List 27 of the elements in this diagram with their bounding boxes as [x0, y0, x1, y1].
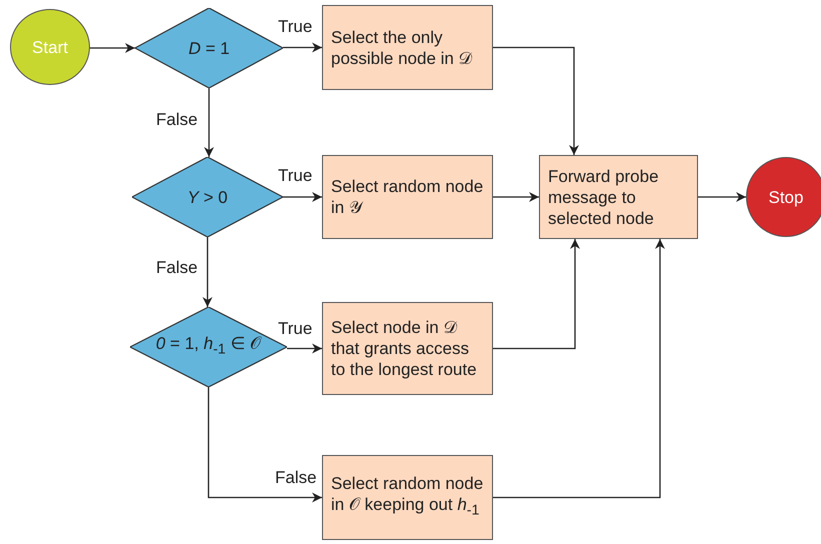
terminal-label: Start [32, 36, 68, 58]
arrow [287, 344, 322, 354]
arrow [208, 387, 322, 502]
process-text: Select random node in 𝒪 keeping out h$_{-1}$ [331, 473, 484, 521]
condition-text: Y > 0 [187, 186, 228, 208]
arrow [493, 239, 665, 498]
process-text: Forward probe message to selected node [548, 166, 660, 228]
terminal-label: Stop [768, 186, 804, 208]
arrow [493, 46, 579, 155]
process-box [322, 302, 493, 395]
process-box [322, 5, 493, 90]
arrow [493, 239, 580, 350]
arrow [204, 88, 214, 157]
arrow [698, 192, 746, 202]
arrow [283, 42, 322, 52]
process-text: Select random node in 𝒴 [331, 176, 484, 218]
process-box [539, 155, 698, 239]
process-box [322, 155, 493, 239]
arrow [283, 192, 322, 202]
condition-text: D = 1 [188, 38, 230, 58]
condition-text: 0 = 1, h$_{-1}$ ∈ 𝒪 [156, 333, 262, 360]
process-text: Select node in 𝒟 that grants access to the longest route [331, 317, 478, 380]
process-box [322, 455, 493, 540]
arrow [493, 192, 539, 202]
process-text: Select the only possible node in 𝒟 [331, 26, 474, 68]
arrow [202, 237, 212, 307]
arrow [90, 43, 135, 53]
